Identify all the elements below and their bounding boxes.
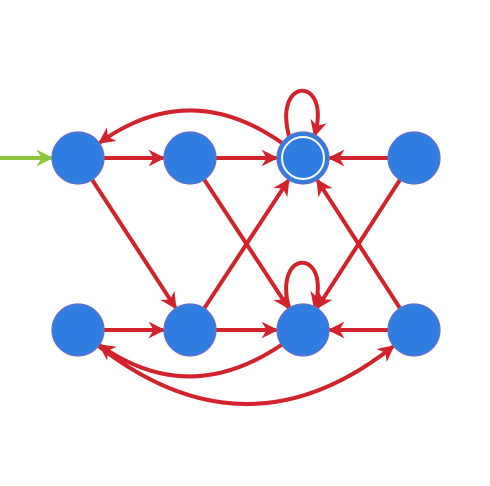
state-node-top-2[interactable]	[163, 131, 217, 185]
edge-bottom-3-to-bottom-1	[98, 341, 286, 379]
edge-top-3-to-top-3	[284, 88, 327, 138]
state-circle	[387, 131, 441, 185]
state-circle	[276, 303, 330, 357]
state-circle	[276, 131, 330, 185]
edge-bottom-2-to-top-3	[201, 178, 290, 312]
state-node-top-4[interactable]	[387, 131, 441, 185]
edges-layer	[0, 88, 403, 406]
edge-bottom-4-to-top-3	[316, 178, 403, 312]
state-node-bottom-3[interactable]	[276, 303, 330, 357]
state-node-bottom-4[interactable]	[387, 303, 441, 357]
state-node-bottom-1[interactable]	[51, 303, 105, 357]
accept-ring	[281, 136, 325, 180]
state-circle	[51, 131, 105, 185]
edge-bottom-3-to-bottom-3	[284, 260, 327, 310]
edge-top-3-to-top-1	[98, 108, 286, 147]
state-circle	[51, 303, 105, 357]
state-circle	[387, 303, 441, 357]
state-circle	[163, 303, 217, 357]
edge-top-1-to-bottom-2	[89, 176, 177, 310]
state-node-top-1[interactable]	[51, 131, 105, 185]
state-circle	[163, 131, 217, 185]
edge-bottom-1-to-bottom-4	[94, 342, 395, 406]
nodes-layer	[51, 131, 441, 357]
state-node-bottom-2[interactable]	[163, 303, 217, 357]
state-node-top-3[interactable]	[276, 131, 330, 185]
